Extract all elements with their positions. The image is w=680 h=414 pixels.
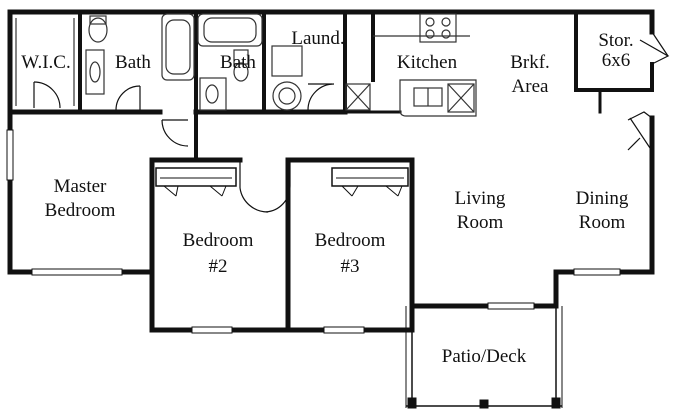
label-bedroom-2-a: Bedroom	[183, 230, 254, 251]
label-bath-2: Bath	[220, 52, 256, 73]
windows	[6, 129, 621, 334]
label-bath-1: Bath	[115, 52, 151, 73]
label-bedroom-2-b: #2	[209, 256, 228, 277]
label-master-2: Bedroom	[45, 200, 116, 221]
label-laundry: Laund.	[291, 28, 344, 49]
walls	[7, 9, 655, 333]
label-bedroom-3-a: Bedroom	[315, 230, 386, 251]
label-living-2: Room	[457, 212, 504, 233]
room-labels: W.I.C. Bath Bath Laund. Kitchen Brkf. Ar…	[21, 28, 633, 367]
fixtures	[15, 13, 477, 117]
label-patio: Patio/Deck	[442, 346, 527, 367]
label-dining-1: Dining	[576, 188, 629, 209]
label-bedroom-3-b: #3	[341, 256, 360, 277]
doors	[33, 31, 670, 213]
closets	[155, 167, 409, 197]
label-kitchen: Kitchen	[397, 52, 458, 73]
label-brkf-2: Area	[512, 76, 549, 97]
label-master-1: Master	[54, 176, 107, 197]
label-storage-1: Stor.	[598, 30, 633, 51]
label-brkf-1: Brkf.	[510, 52, 550, 73]
label-wic: W.I.C.	[21, 52, 70, 73]
label-storage-2: 6x6	[602, 50, 631, 71]
label-dining-2: Room	[579, 212, 626, 233]
label-living-1: Living	[455, 188, 506, 209]
patio-deck	[405, 306, 563, 409]
